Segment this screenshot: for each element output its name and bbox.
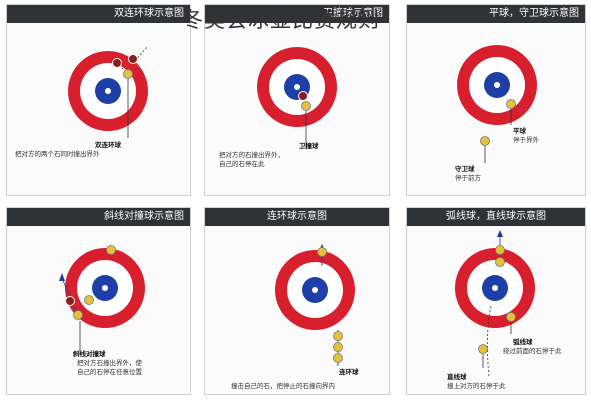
path-lines xyxy=(61,277,81,354)
arrow-icon xyxy=(497,230,503,237)
panel-angle-raise: 斜线对撞球示意图 斜线对撞球 把对方石撞出界外，使 自己的石停在任意位置 xyxy=(6,207,191,395)
shot-desc: 把对方的两个石同时撞出界外 xyxy=(15,150,100,158)
stone-yellow xyxy=(73,310,83,320)
shot-label: 连环球 xyxy=(339,368,359,376)
house xyxy=(455,248,535,328)
stone-yellow xyxy=(333,331,343,341)
shot-desc: 自己的石停在此 xyxy=(219,160,265,168)
stone-yellow xyxy=(495,245,505,255)
shot-desc-curl: 绕过前面的石停于此 xyxy=(503,347,562,355)
shot-desc-guard: 停于前方 xyxy=(455,174,481,182)
stone-yellow xyxy=(333,353,343,363)
panel-title: 弧线球，直线球示意图 xyxy=(446,211,546,222)
panel-header: 双连环球示意图 xyxy=(7,5,190,23)
stone-yellow xyxy=(506,312,516,322)
house xyxy=(457,45,537,125)
shot-label-straight: 直线球 xyxy=(447,373,467,381)
stone-yellow xyxy=(480,136,490,146)
panel-guard-hit: 卫撞球示意图 卫撞球 把对方的石撞出界外， 自己的石停在此 xyxy=(204,4,390,196)
arrow-icon xyxy=(59,273,65,281)
page-title: 冬奥会冰壶比赛规则 xyxy=(182,8,380,32)
stone-yellow xyxy=(333,342,343,352)
path-lines xyxy=(118,46,148,138)
diagram-raise xyxy=(275,244,355,366)
panel-double-takeout: 双连环球示意图 双连环球 把对方的两个石同时撞出界外 xyxy=(6,4,191,196)
stone-yellow xyxy=(84,295,94,305)
stone-yellow xyxy=(106,245,116,255)
stone-yellow xyxy=(495,257,505,267)
diagram-curl-straight xyxy=(455,230,535,377)
panel-title: 连环球示意图 xyxy=(267,211,327,222)
stone-red xyxy=(65,296,75,306)
panel-header: 平球，守卫球示意图 xyxy=(407,5,585,23)
stone-yellow xyxy=(506,99,516,109)
stone-yellow xyxy=(317,247,327,257)
shot-desc-straight: 撞上对方的石停于此 xyxy=(447,382,506,390)
house xyxy=(275,250,355,330)
panel-curl-straight: 弧线球，直线球示意图 弧线球 绕过前面的石停于此 直线球 撞上对方的石停于此 xyxy=(406,207,586,395)
panel-header: 连环球示意图 xyxy=(205,208,389,226)
shot-label: 斜线对撞球 xyxy=(73,350,106,358)
stone-yellow xyxy=(478,344,488,354)
house xyxy=(257,47,337,127)
panel-title: 双连环球示意图 xyxy=(114,8,184,19)
shot-desc: 把对方的石撞出界外， xyxy=(219,151,284,159)
panel-raise: 连环球示意图 连环球 撞击自己的石，把停止的石撞向界内 xyxy=(204,207,390,395)
path-lines xyxy=(484,109,512,163)
panel-title: 卫撞球示意图 xyxy=(323,8,383,19)
panel-header: 斜线对撞球示意图 xyxy=(7,208,190,226)
panel-header: 卫撞球示意图 xyxy=(205,5,389,23)
shot-desc-draw: 停于界外 xyxy=(513,136,539,144)
stone-yellow xyxy=(301,101,311,111)
stone-yellow xyxy=(123,69,133,79)
shot-label-guard: 守卫球 xyxy=(455,165,475,173)
shot-desc: 撞击自己的石，把停止的石撞向界内 xyxy=(231,382,335,390)
panel-header: 弧线球，直线球示意图 xyxy=(407,208,585,226)
stone-red xyxy=(112,58,122,68)
shot-desc: 自己的石停在任意位置 xyxy=(77,368,142,376)
stone-red xyxy=(298,91,308,101)
shot-label: 双连环球 xyxy=(95,141,121,149)
shot-label: 卫撞球 xyxy=(299,142,319,150)
diagram-double-takeout xyxy=(68,46,148,138)
shot-label-curl: 弧线球 xyxy=(513,338,533,346)
shot-desc: 把对方石撞出界外，使 xyxy=(77,359,142,367)
shot-label-draw: 平球 xyxy=(513,127,526,135)
panel-title: 斜线对撞球示意图 xyxy=(104,211,184,222)
diagram-guard-hit xyxy=(257,47,337,148)
stone-red xyxy=(128,54,138,64)
diagram-draw-guard xyxy=(457,45,537,163)
diagram-angle-raise xyxy=(59,245,145,354)
panel-title: 平球，守卫球示意图 xyxy=(489,8,579,19)
panel-draw-guard: 平球，守卫球示意图 平球 停于界外 守卫球 停于前方 xyxy=(406,4,586,196)
